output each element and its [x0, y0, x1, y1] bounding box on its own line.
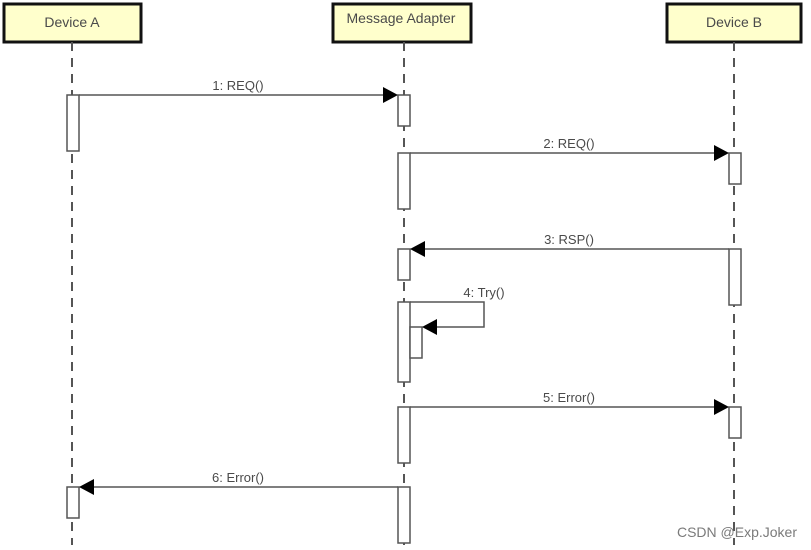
activation-adapter-2 — [397, 152, 411, 210]
message-arrow-line — [410, 301, 485, 328]
activation-device-b-2 — [728, 248, 742, 306]
arrow-head-icon — [714, 145, 729, 161]
activation-device-b-1 — [728, 152, 742, 185]
message-label: 5: Error() — [543, 390, 595, 405]
participant-device-b[interactable]: Device B — [665, 2, 803, 44]
message-label: 3: RSP() — [544, 232, 594, 247]
message-4-self[interactable]: 4: Try() — [410, 285, 505, 335]
arrow-head-icon — [410, 241, 425, 257]
message-label: 1: REQ() — [212, 78, 263, 93]
activation-adapter-5 — [397, 406, 411, 464]
activation-adapter-3 — [397, 248, 411, 281]
activation-device-a-1 — [66, 94, 80, 152]
participant-device-a[interactable]: Device A — [2, 2, 143, 44]
participant-box — [331, 2, 473, 44]
message-label: 6: Error() — [212, 470, 264, 485]
arrow-head-icon — [79, 479, 94, 495]
arrow-head-icon — [714, 399, 729, 415]
message-2[interactable]: 2: REQ() — [410, 136, 729, 161]
message-5[interactable]: 5: Error() — [410, 390, 729, 415]
activation-adapter-1 — [397, 94, 411, 127]
arrow-head-icon — [383, 87, 398, 103]
activation-device-b-3 — [728, 406, 742, 439]
message-label: 4: Try() — [463, 285, 504, 300]
participant-message-adapter[interactable]: Message Adapter — [331, 2, 473, 44]
message-3[interactable]: 3: RSP() — [410, 232, 729, 257]
arrow-head-icon — [422, 319, 437, 335]
activation-device-a-2 — [66, 486, 80, 519]
message-label: 2: REQ() — [543, 136, 594, 151]
message-6[interactable]: 6: Error() — [79, 470, 398, 495]
message-1[interactable]: 1: REQ() — [79, 78, 398, 103]
activation-adapter-4 — [397, 301, 411, 383]
participant-label: Device A — [44, 14, 100, 30]
participant-label: Message Adapter — [347, 10, 456, 26]
activation-adapter-self — [409, 326, 423, 359]
watermark: CSDN @Exp.Joker — [676, 524, 797, 540]
activation-adapter-6 — [397, 486, 411, 544]
participant-label: Device B — [706, 14, 762, 30]
